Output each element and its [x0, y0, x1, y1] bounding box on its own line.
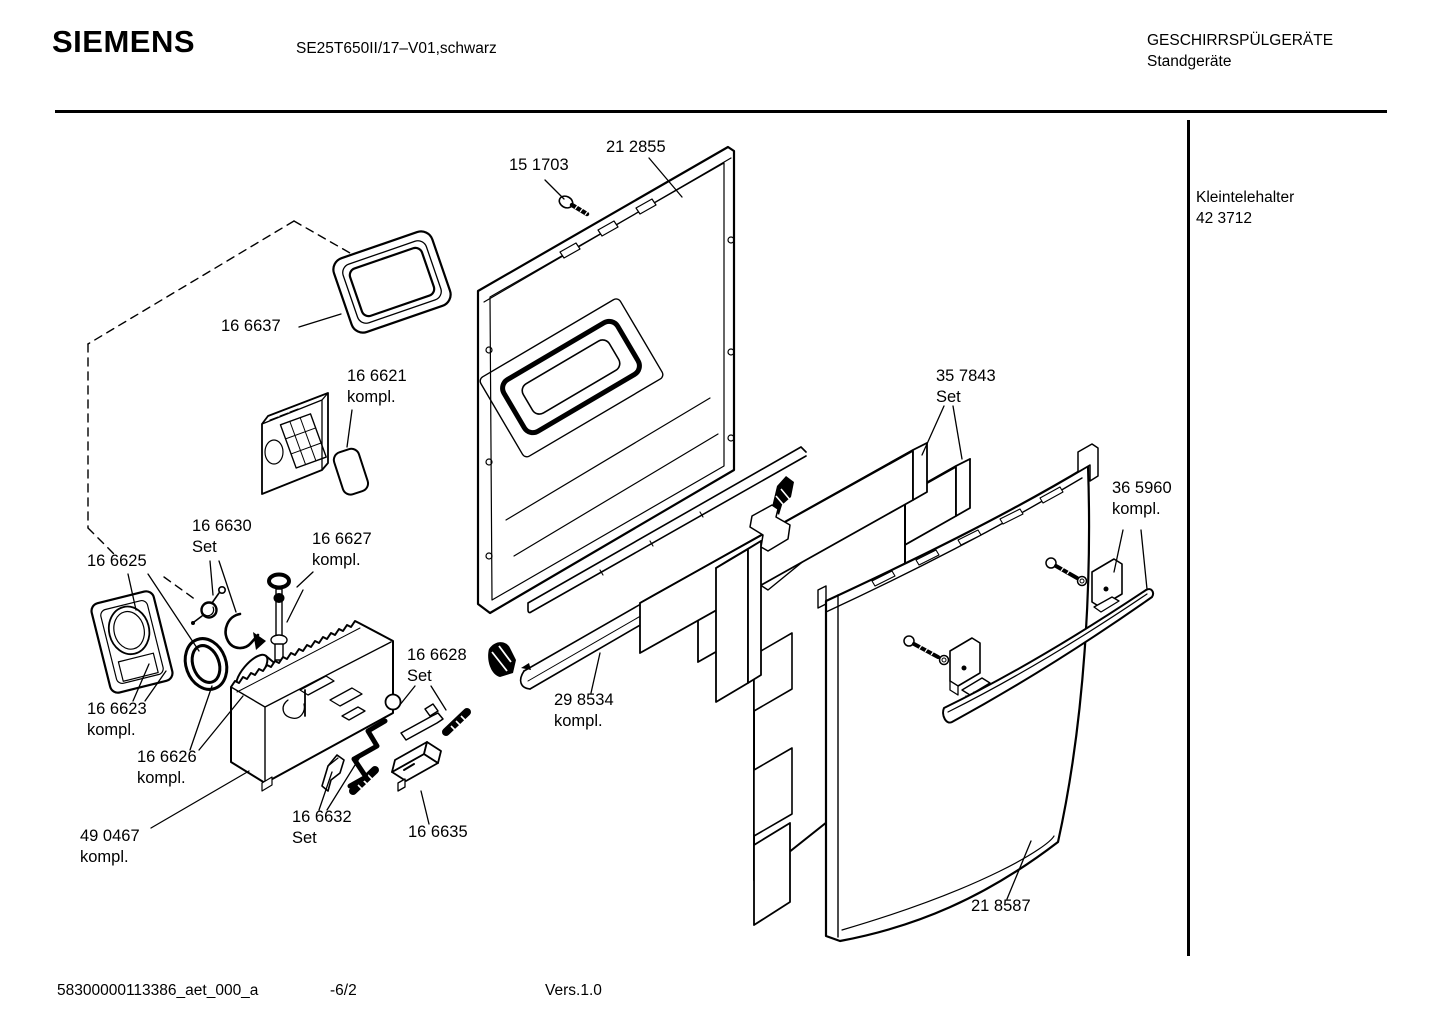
part-label-16-6635: 16 6635 [408, 823, 468, 841]
dispenser-cover-plate-drawing [90, 590, 174, 694]
header-divider [55, 110, 1387, 113]
document-id: 58300000113386_aet_000_a [57, 982, 259, 999]
model-designation: SE25T650II/17–V01,schwarz [296, 40, 497, 57]
siemens-logo: SIEMENS [52, 24, 196, 59]
leader-lines [127, 157, 1148, 900]
lever-spring-set-drawing [321, 693, 471, 795]
dashed-construction-lines [87, 220, 358, 601]
product-category-block: GESCHIRRSPÜLGERÄTE Standgeräte [1147, 30, 1333, 72]
clip-set-drawing [191, 585, 266, 650]
part-label-16-6637: 16 6637 [221, 317, 281, 335]
product-subcategory: Standgeräte [1147, 53, 1232, 70]
control-bracket-drawing [261, 392, 370, 496]
part-label-21-8587: 21 8587 [971, 897, 1031, 915]
part-label-21-2855: 21 2855 [606, 138, 666, 156]
part-label-15-1703: 15 1703 [509, 156, 569, 174]
side-panel-divider [1187, 120, 1190, 956]
spacer-block-drawing [715, 476, 794, 703]
part-label-16-6625: 16 6625 [87, 552, 147, 570]
inner-door-panel-drawing [476, 145, 736, 615]
side-part-number: 42 3712 [1196, 210, 1253, 227]
product-category: GESCHIRRSPÜLGERÄTE [1147, 32, 1334, 49]
seal-ring-drawing [183, 637, 229, 691]
solenoid-valve-drawing [391, 741, 442, 792]
side-panel-part: Kleintelehalter 42 3712 [1196, 187, 1294, 229]
window-seal-frame-drawing [332, 230, 452, 334]
version-label: Vers.1.0 [545, 982, 602, 999]
page-number: -6/2 [330, 982, 357, 999]
side-part-name: Kleintelehalter [1196, 189, 1295, 206]
hinge-pin-drawing [267, 572, 291, 661]
detergent-dispenser-drawing [230, 620, 394, 792]
door-screw-drawing [558, 195, 590, 217]
